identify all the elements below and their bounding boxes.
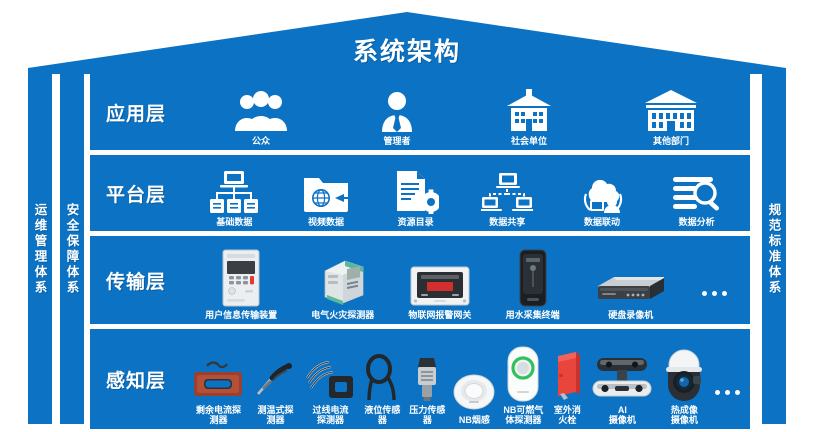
item-label: 用水采集终端 <box>505 309 560 320</box>
layer-application: 应用层 公众 <box>90 74 750 150</box>
layer-platform-items: 基础数据 <box>182 155 750 231</box>
transmission-panel-device <box>221 249 261 307</box>
item-ai-camera[interactable]: AI 摄像机 <box>591 354 653 425</box>
nvr-recorder-device <box>594 269 668 307</box>
item-label: 数据分析 <box>678 216 715 227</box>
layer-transport: 传输层 <box>90 236 750 324</box>
item-label: 用户信息传输装置 <box>205 309 278 320</box>
item-video-data[interactable]: 视频数据 <box>302 172 350 227</box>
item-transmission-panel[interactable]: 用户信息传输装置 <box>205 249 277 320</box>
ai-camera <box>591 354 653 402</box>
item-data-sharing[interactable]: 数据共享 <box>481 172 534 227</box>
nb-smoke-detector <box>452 370 496 412</box>
layer-transport-title: 传输层 <box>105 271 166 293</box>
government-building-icon <box>643 89 699 133</box>
item-label: 管理者 <box>383 135 411 146</box>
item-pressure-sensor[interactable]: 压力传感 器 <box>409 354 445 425</box>
alarm-gateway-device <box>410 265 470 307</box>
item-manager[interactable]: 管理者 <box>379 91 415 146</box>
house-building-icon <box>505 88 553 133</box>
item-label: NB烟感 <box>458 414 490 425</box>
layer-application-items: 公众 管理者 <box>182 74 750 150</box>
item-outdoor-hydrant[interactable]: 室外消 火栓 <box>550 350 584 425</box>
item-label: 硬盘录像机 <box>608 309 654 320</box>
transport-ellipsis <box>701 291 727 320</box>
water-terminal-device <box>517 249 549 307</box>
item-label: 资源目录 <box>397 216 434 227</box>
document-gear-icon <box>393 170 439 214</box>
item-label: 压力传感 器 <box>409 404 446 425</box>
layer-transport-items: 用户信息传输装置 <box>182 236 750 324</box>
item-basic-data[interactable]: 基础数据 <box>209 170 259 227</box>
data-search-icon <box>671 174 723 214</box>
folder-globe-icon <box>302 172 350 214</box>
temperature-probe-detector <box>252 358 298 402</box>
item-resource-catalog[interactable]: 资源目录 <box>393 170 439 227</box>
layer-perception-title: 感知层 <box>105 370 166 392</box>
pressure-sensor <box>410 354 444 402</box>
level-sensor <box>362 353 402 402</box>
layer-perception: 感知层 剩余电流探 测器 <box>90 329 750 429</box>
item-label: 液位传感 器 <box>364 404 401 425</box>
item-label: 室外消 火栓 <box>553 404 581 425</box>
item-label: 数据联动 <box>583 216 620 227</box>
layer-platform-title: 平台层 <box>105 184 166 206</box>
item-ct-clamp-detector[interactable]: 过线电流 探测器 <box>305 358 355 425</box>
item-label: 测温式探 测器 <box>257 404 294 425</box>
item-label: AI 摄像机 <box>608 404 636 425</box>
item-social-unit[interactable]: 社会单位 <box>505 88 553 146</box>
item-nb-gas-detector[interactable]: NB可燃气 体探测器 <box>503 346 543 425</box>
item-residual-current-detector[interactable]: 剩余电流探 测器 <box>191 358 245 425</box>
item-label: 公众 <box>251 135 270 146</box>
pillar-standards-specification: 规范标准体系 <box>762 74 786 424</box>
item-label: 物联网报警网关 <box>408 309 472 320</box>
layer-application-title: 应用层 <box>105 103 166 125</box>
item-label: 视频数据 <box>307 216 344 227</box>
thermal-ptz-camera <box>660 348 708 402</box>
pillar-operations-management: 运维管理体系 <box>28 74 52 424</box>
item-label: 社会单位 <box>510 135 547 146</box>
people-group-icon <box>233 90 289 133</box>
item-label: 其他部门 <box>652 135 689 146</box>
item-label: 基础数据 <box>216 216 253 227</box>
nb-gas-detector <box>505 346 541 402</box>
item-level-sensor[interactable]: 液位传感 器 <box>362 353 402 425</box>
layer-stack: 应用层 公众 <box>90 74 750 429</box>
ct-clamp-detector <box>305 358 355 402</box>
layer-platform: 平台层 <box>90 155 750 231</box>
item-label: NB可燃气 体探测器 <box>503 404 544 425</box>
perception-ellipsis <box>715 390 741 425</box>
layer-perception-items: 剩余电流探 测器 测温式探 测器 <box>182 329 750 429</box>
item-label: 剩余电流探 测器 <box>195 404 241 425</box>
item-nb-smoke-detector[interactable]: NB烟感 <box>452 370 496 425</box>
item-temperature-detector[interactable]: 测温式探 测器 <box>252 358 298 425</box>
item-nvr-recorder[interactable]: 硬盘录像机 <box>594 269 668 320</box>
item-electric-fire-detector[interactable]: 电气火灾探测器 <box>311 255 374 320</box>
computers-share-icon <box>481 172 534 214</box>
item-water-terminal[interactable]: 用水采集终端 <box>506 249 560 320</box>
item-label: 过线电流 探测器 <box>312 404 349 425</box>
item-data-analysis[interactable]: 数据分析 <box>671 174 723 227</box>
item-label: 热成像 摄像机 <box>670 404 698 425</box>
item-iot-alarm-gateway[interactable]: 物联网报警网关 <box>408 265 471 320</box>
manager-person-icon <box>379 91 415 133</box>
item-label: 数据共享 <box>489 216 526 227</box>
server-network-icon <box>209 170 259 214</box>
item-public[interactable]: 公众 <box>233 90 289 146</box>
cloud-link-icon <box>576 172 628 214</box>
residual-current-detector <box>191 358 245 402</box>
outdoor-hydrant <box>550 350 584 402</box>
din-rail-detector-device <box>319 255 367 307</box>
item-data-linkage[interactable]: 数据联动 <box>576 172 628 227</box>
roof-shape <box>28 12 786 74</box>
item-other-departments[interactable]: 其他部门 <box>643 89 699 146</box>
pillar-security-assurance: 安全保障体系 <box>60 74 84 424</box>
item-thermal-ptz-camera[interactable]: 热成像 摄像机 <box>660 348 708 425</box>
item-label: 电气火灾探测器 <box>311 309 375 320</box>
